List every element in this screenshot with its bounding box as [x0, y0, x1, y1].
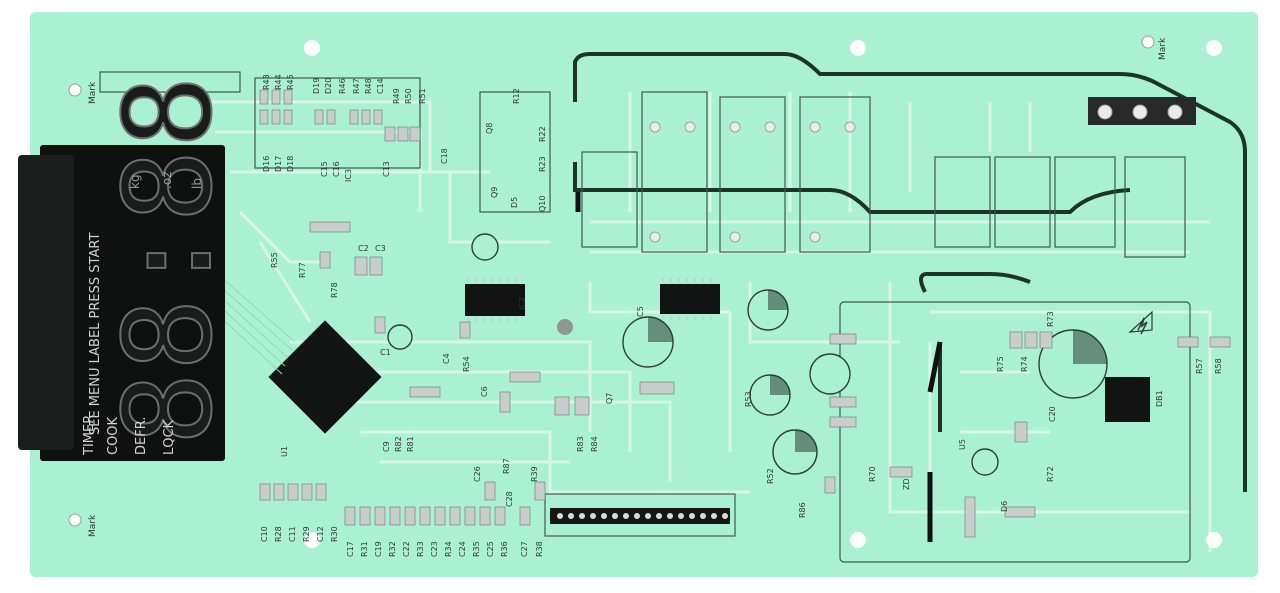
silk-label: R83	[576, 436, 585, 452]
silk-label: R84	[590, 436, 599, 452]
pcb-board: R43 R44 R45 D19 D20 R46 R47 R48 C14 R49 …	[30, 12, 1258, 577]
mark-label: Mark	[88, 81, 98, 104]
silk-label: IC3	[344, 168, 353, 182]
silk-label: ZD	[902, 478, 911, 490]
display-digits: 88:88	[99, 73, 240, 446]
silk-label: R77	[298, 262, 307, 278]
silk-label: R31	[360, 541, 369, 557]
silk-label: C20	[1048, 406, 1057, 422]
silk-label: C25	[486, 541, 495, 557]
silk-label: R51	[418, 88, 427, 104]
silk-label: R29	[302, 526, 311, 542]
silk-label: C1	[380, 348, 391, 357]
silk-label: D19	[312, 77, 321, 94]
silk-label: R81	[406, 436, 415, 452]
mark-label: Mark	[88, 514, 98, 537]
silk-label: R45	[286, 74, 295, 90]
silk-label: Q9	[490, 186, 499, 198]
silk-label: D20	[324, 77, 333, 94]
mode-label-lock: LQCK	[162, 419, 177, 455]
silk-label: R78	[330, 282, 339, 298]
silk-label: Q10	[538, 195, 547, 212]
silk-label: DB1	[1155, 390, 1164, 407]
silk-label: R50	[404, 88, 413, 104]
mode-label-cook: COOK	[106, 416, 121, 455]
silk-label: Q8	[485, 122, 494, 134]
silk-label: U5	[958, 439, 967, 450]
silk-label: U1	[280, 446, 289, 457]
silk-label: R73	[1046, 311, 1055, 327]
silk-label: R75	[996, 356, 1005, 372]
silk-label: R52	[766, 468, 775, 484]
silk-label: C22	[402, 541, 411, 557]
unit-oz: .oz	[160, 171, 174, 189]
silk-label: C23	[430, 541, 439, 557]
silk-label: C26	[473, 466, 482, 482]
unit-kg: kg	[128, 174, 142, 189]
silk-label: R48	[364, 78, 373, 94]
silk-label: C27	[520, 541, 529, 557]
pcb-traces	[68, 35, 1247, 563]
silk-label: C19	[374, 541, 383, 557]
silk-label: R30	[330, 526, 339, 542]
silk-label: R74	[1020, 356, 1029, 372]
silk-label: R44	[274, 74, 283, 90]
silk-label: R33	[416, 541, 425, 557]
unit-lb: lb	[190, 178, 204, 189]
silk-label: R22	[538, 126, 547, 142]
silk-label: Q7	[605, 392, 614, 404]
silk-label: C12	[316, 526, 325, 542]
silk-label: R87	[502, 458, 511, 474]
silk-label: C5	[636, 306, 645, 317]
silk-label: C28	[505, 491, 514, 507]
silk-label: D17	[274, 155, 283, 172]
silk-label: R36	[500, 541, 509, 557]
silk-label: C9	[382, 441, 391, 452]
silk-label: R82	[394, 436, 403, 452]
silk-label: R32	[388, 541, 397, 557]
silk-label: C16	[332, 161, 341, 177]
silk-label: C10	[260, 526, 269, 542]
silk-label: R57	[1195, 358, 1204, 374]
silk-label: D5	[510, 196, 519, 208]
silk-label: C15	[320, 161, 329, 177]
silk-label: C11	[288, 526, 297, 542]
silk-label: R43	[262, 74, 271, 90]
silk-label: R28	[274, 526, 283, 542]
silk-label: C3	[375, 244, 386, 253]
silk-label: R39	[530, 466, 539, 482]
silk-label: C4	[442, 353, 451, 364]
lcd-display: SEE MENU LABEL PRESS START 88:88 TIMER C…	[18, 73, 240, 461]
silk-label: IC2	[518, 296, 527, 310]
silk-label: R47	[352, 78, 361, 94]
display-bezel	[18, 155, 74, 450]
silk-label: R53	[744, 391, 753, 407]
silk-label: C6	[480, 386, 489, 397]
silk-label: C18	[440, 148, 449, 164]
silk-label: C13	[382, 161, 391, 177]
silk-label: R72	[1046, 466, 1055, 482]
mode-label-defrost: DEFR.	[134, 416, 149, 455]
silk-label: R70	[868, 466, 877, 482]
silk-label: D18	[286, 155, 295, 172]
silk-label: R86	[798, 502, 807, 518]
silk-label: R38	[535, 541, 544, 557]
silk-label: R35	[472, 541, 481, 557]
silk-label: R58	[1214, 358, 1223, 374]
silk-label: R34	[444, 541, 453, 557]
silk-label: D6	[1000, 500, 1009, 512]
silk-label: R23	[538, 156, 547, 172]
silk-label: R54	[462, 356, 471, 372]
silk-label: C17	[346, 541, 355, 557]
silk-label: D16	[262, 155, 271, 172]
silk-label: R55	[270, 252, 279, 268]
silk-label: C24	[458, 541, 467, 557]
silk-label: R49	[392, 88, 401, 104]
silk-label: C14	[376, 78, 385, 94]
silk-label: C2	[358, 244, 369, 253]
mark-label: Mark	[1158, 37, 1168, 60]
mode-label-timer: TIMER	[82, 414, 97, 455]
silk-label: R46	[338, 78, 347, 94]
silk-label: R12	[512, 88, 521, 104]
